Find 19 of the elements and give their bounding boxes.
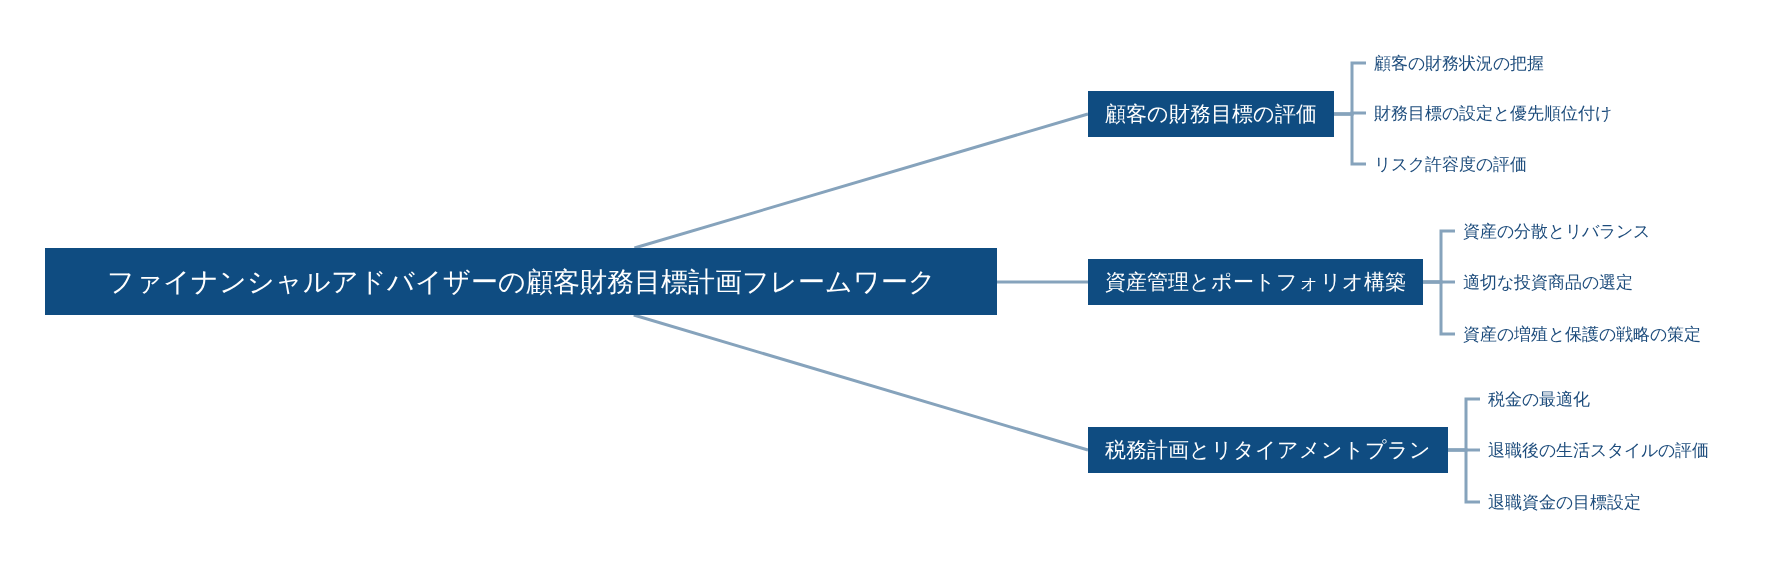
subtopic-text: 適切な投資商品の選定: [1463, 271, 1633, 293]
topic-box: 資産管理とポートフォリオ構築: [1088, 259, 1423, 305]
subtopic-text: 退職資金の目標設定: [1488, 491, 1641, 513]
subtopic-text: リスク許容度の評価: [1374, 153, 1527, 175]
branch-line: [997, 280, 1088, 284]
topic-box: 顧客の財務目標の評価: [1088, 91, 1334, 137]
subtopic-text: 財務目標の設定と優先順位付け: [1374, 102, 1612, 124]
subtopic-text: 税金の最適化: [1488, 388, 1590, 410]
subtopic-text: 顧客の財務状況の把握: [1374, 52, 1544, 74]
subtopic-text: 資産の増殖と保護の戦略の策定: [1463, 323, 1701, 345]
bracket-line: [1334, 112, 1366, 166]
topic-box: 税務計画とリタイアメントプラン: [1088, 427, 1448, 473]
branch-line: [633, 112, 1089, 250]
subtopic-text: 退職後の生活スタイルの評価: [1488, 439, 1709, 461]
central-topic-box: ファイナンシャルアドバイザーの顧客財務目標計画フレームワーク: [45, 248, 997, 315]
bracket-line: [1423, 280, 1455, 336]
bracket-line: [1448, 448, 1480, 504]
subtopic-text: 資産の分散とリバランス: [1463, 220, 1650, 242]
branch-line: [633, 313, 1089, 452]
